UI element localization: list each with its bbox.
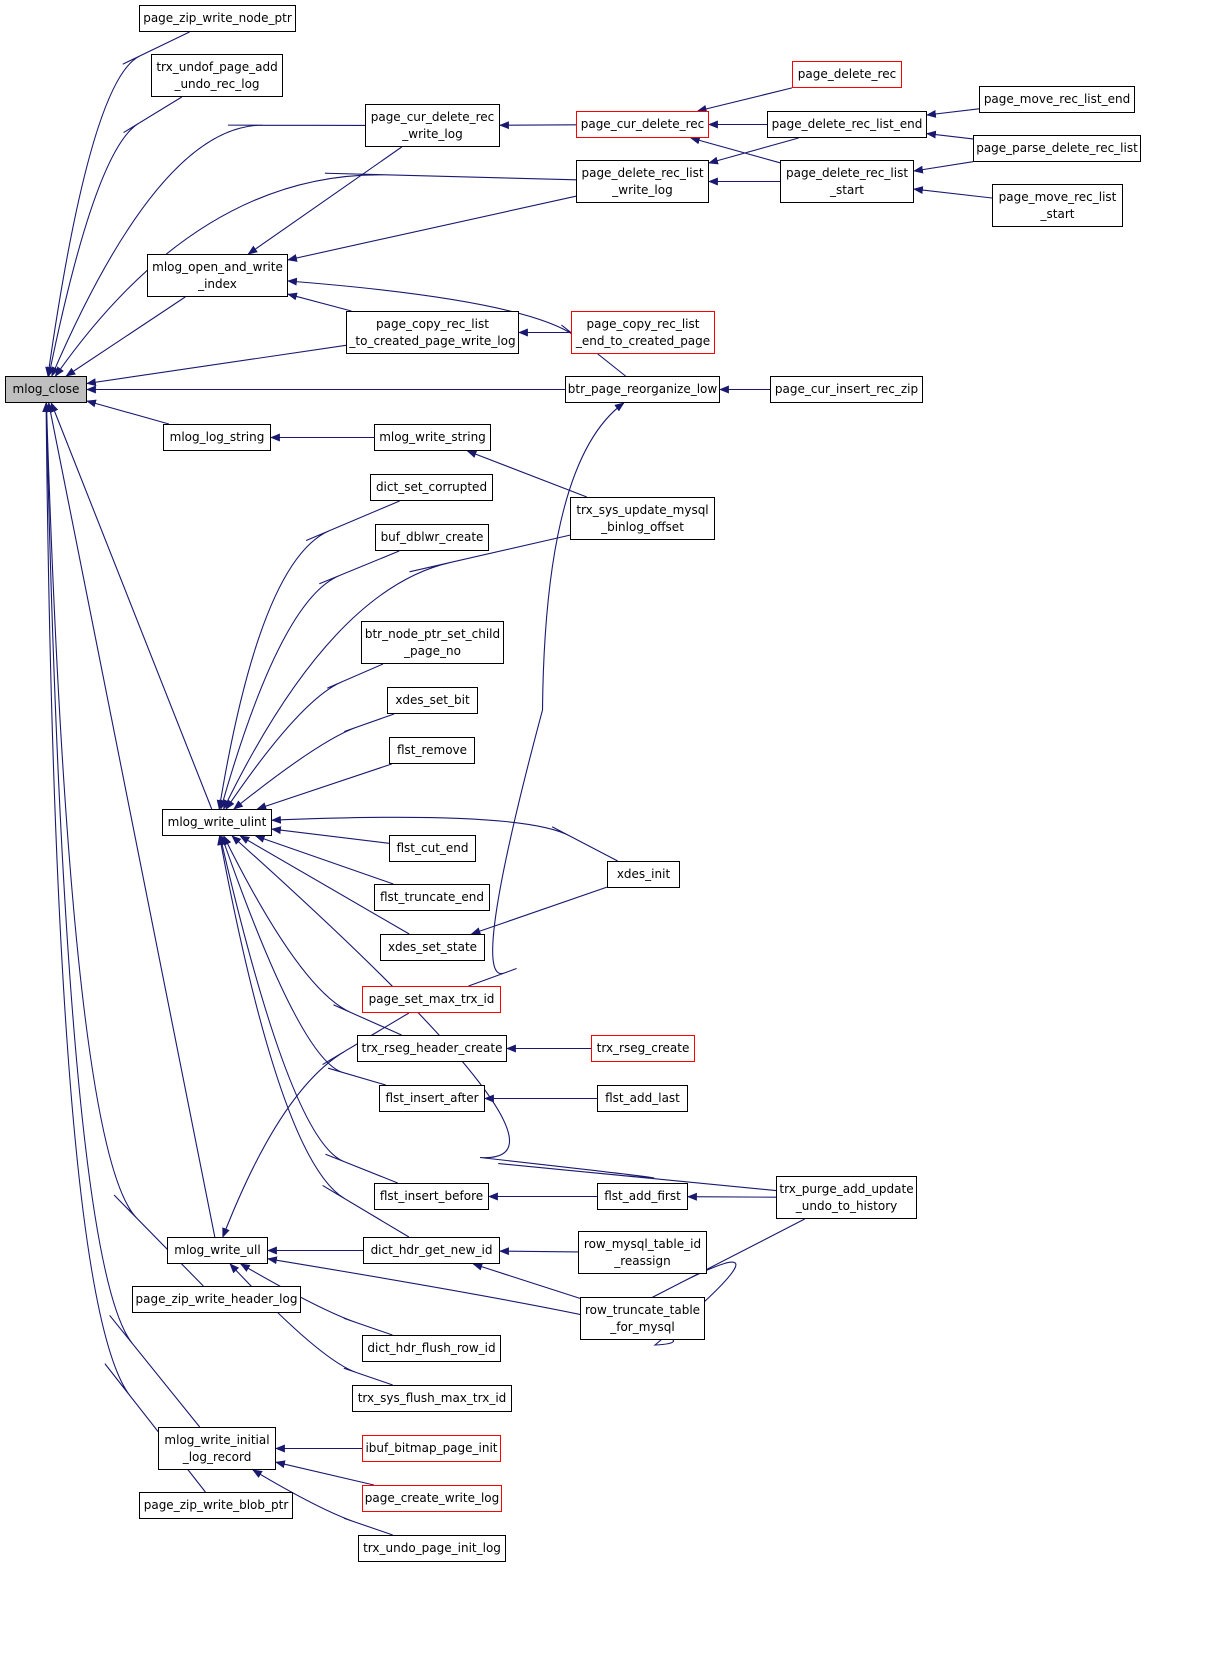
node-xdes-init[interactable]: xdes_init (607, 861, 680, 888)
node-page-delete-rec[interactable]: page_delete_rec (792, 61, 902, 88)
node-flst-add-first[interactable]: flst_add_first (597, 1183, 688, 1210)
edge-trx_purge_add_update_undo_to_history-to-flst_add_first (687, 1192, 777, 1201)
node-flst-add-last[interactable]: flst_add_last (597, 1085, 688, 1112)
edge-page_delete_rec_list_end-to-page_delete_rec_list_write_log (708, 137, 799, 165)
edge-dict_set_corrupted-to-mlog_write_ulint (216, 500, 400, 810)
node-page-delete-rec-list-end[interactable]: page_delete_rec_list_end (767, 111, 927, 138)
edge-page_delete_rec_list_start-to-page_cur_delete_rec (689, 136, 781, 164)
edge-xdes_set_bit-to-mlog_write_ulint (233, 713, 395, 810)
node-trx-undof-page-add-undo-rec-log[interactable]: trx_undof_page_add _undo_rec_log (151, 54, 283, 97)
node-page-delete-rec-list-write-log[interactable]: page_delete_rec_list _write_log (576, 160, 709, 203)
edge-xdes_init-to-mlog_write_ulint (271, 815, 618, 862)
node-trx-rseg-header-create[interactable]: trx_rseg_header_create (357, 1035, 507, 1062)
node-flst-insert-after[interactable]: flst_insert_after (379, 1085, 485, 1112)
node-trx-sys-update-mysql-binlog-offset[interactable]: trx_sys_update_mysql _binlog_offset (570, 497, 715, 540)
node-mlog-open-and-write-index[interactable]: mlog_open_and_write _index (147, 254, 288, 297)
edge-dict_hdr_get_new_id-to-mlog_write_ulint (217, 835, 410, 1238)
node-xdes-set-bit[interactable]: xdes_set_bit (387, 687, 478, 714)
node-page-copy-rec-list-to-created-page-write-log[interactable]: page_copy_rec_list _to_created_page_writ… (346, 311, 519, 354)
node-page-move-rec-list-start[interactable]: page_move_rec_list _start (992, 184, 1123, 227)
edge-trx_rseg_header_create-to-mlog_write_ulint (223, 835, 402, 1036)
edge-flst_remove-to-mlog_write_ulint (256, 763, 392, 810)
node-page-set-max-trx-id[interactable]: page_set_max_trx_id (362, 986, 501, 1013)
edge-page_parse_delete_rec_list-to-page_delete_rec_list_start (913, 161, 974, 174)
edge-page_set_max_trx_id-to-btr_page_reorganize_low (468, 402, 625, 987)
node-page-zip-write-header-log[interactable]: page_zip_write_header_log (132, 1286, 301, 1313)
node-page-cur-insert-rec-zip[interactable]: page_cur_insert_rec_zip (770, 376, 923, 403)
edge-page_create_write_log-to-mlog_write_initial_log_record (275, 1460, 375, 1486)
node-mlog-write-initial-log-record[interactable]: mlog_write_initial _log_record (158, 1427, 276, 1470)
edge-btr_node_ptr_set_child_page_no-to-mlog_write_ulint (225, 663, 384, 810)
edge-trx_sys_update_mysql_binlog_offset-to-mlog_write_string (466, 450, 587, 498)
node-flst-cut-end[interactable]: flst_cut_end (389, 835, 476, 862)
edge-page_copy_rec_list_to_created_page_write_log-to-mlog_close (86, 344, 347, 387)
edge-buf_dblwr_create-to-mlog_write_ulint (219, 550, 400, 810)
node-page-delete-rec-list-start[interactable]: page_delete_rec_list _start (780, 160, 914, 203)
edge-page_delete_rec-to-page_cur_delete_rec (696, 87, 793, 113)
node-mlog-write-string[interactable]: mlog_write_string (374, 424, 491, 451)
edge-page_move_rec_list_start-to-page_delete_rec_list_start (913, 186, 993, 199)
edge-page_cur_delete_rec_write_log-to-mlog_close (51, 124, 366, 377)
node-ibuf-bitmap-page-init[interactable]: ibuf_bitmap_page_init (362, 1435, 501, 1462)
node-row-truncate-table-for-mysql[interactable]: row_truncate_table _for_mysql (580, 1297, 705, 1340)
edge-flst_cut_end-to-mlog_write_ulint (271, 826, 390, 844)
node-trx-undo-page-init-log[interactable]: trx_undo_page_init_log (358, 1535, 506, 1562)
edge-xdes_init-to-xdes_set_state (470, 886, 608, 935)
edge-page_parse_delete_rec_list-to-page_delete_rec_list_end (926, 130, 974, 140)
edge-flst_insert_before-to-mlog_write_ulint (218, 835, 398, 1184)
node-mlog-close[interactable]: mlog_close (5, 376, 87, 403)
node-page-parse-delete-rec-list[interactable]: page_parse_delete_rec_list (973, 135, 1141, 162)
edge-page_delete_rec_list_write_log-to-mlog_open_and_write_index (287, 195, 577, 262)
node-buf-dblwr-create[interactable]: buf_dblwr_create (375, 524, 489, 551)
edge-page_move_rec_list_end-to-page_delete_rec_list_end (926, 108, 980, 118)
node-mlog-write-ull[interactable]: mlog_write_ull (167, 1237, 268, 1264)
edge-trx_sys_update_mysql_binlog_offset-to-mlog_write_ulint (223, 534, 571, 810)
node-flst-insert-before[interactable]: flst_insert_before (374, 1183, 489, 1210)
edge-mlog_write_initial_log_record-to-mlog_close (42, 402, 201, 1428)
node-page-create-write-log[interactable]: page_create_write_log (362, 1485, 502, 1512)
node-trx-sys-flush-max-trx-id[interactable]: trx_sys_flush_max_trx_id (352, 1385, 512, 1412)
edge-page_zip_write_node_ptr-to-mlog_close (45, 31, 190, 377)
node-dict-hdr-flush-row-id[interactable]: dict_hdr_flush_row_id (362, 1335, 501, 1362)
edge-mlog_open_and_write_index-to-mlog_close (65, 296, 186, 377)
node-mlog-log-string[interactable]: mlog_log_string (163, 424, 271, 451)
edge-mlog_write_ull-to-mlog_close (46, 402, 216, 1238)
node-xdes-set-state[interactable]: xdes_set_state (380, 934, 485, 961)
node-page-move-rec-list-end[interactable]: page_move_rec_list_end (979, 86, 1135, 113)
node-btr-page-reorganize-low[interactable]: btr_page_reorganize_low (565, 376, 720, 403)
edge-page_zip_write_header_log-to-mlog_close (42, 402, 204, 1287)
node-mlog-write-ulint[interactable]: mlog_write_ulint (162, 809, 272, 836)
edge-page_cur_delete_rec_write_log-to-mlog_open_and_write_index (247, 146, 403, 255)
edge-page_zip_write_blob_ptr-to-mlog_close (42, 402, 206, 1493)
edge-row_mysql_table_id_reassign-to-dict_hdr_get_new_id (499, 1247, 579, 1256)
node-trx-rseg-create[interactable]: trx_rseg_create (591, 1035, 695, 1062)
node-page-zip-write-node-ptr[interactable]: page_zip_write_node_ptr (139, 5, 296, 32)
node-flst-remove[interactable]: flst_remove (389, 737, 475, 764)
edge-trx_purge_add_update_undo_to_history-to-mlog_write_ulint (231, 835, 777, 1192)
edge-flst_truncate_end-to-mlog_write_ulint (254, 835, 394, 885)
edge-row_truncate_table_for_mysql-to-dict_hdr_get_new_id (472, 1262, 581, 1299)
node-btr-node-ptr-set-child-page-no[interactable]: btr_node_ptr_set_child _page_no (361, 621, 504, 664)
edge-flst_insert_after-to-mlog_write_ulint (220, 835, 386, 1086)
edge-page_set_max_trx_id-to-mlog_write_ull (222, 1012, 410, 1238)
node-page-copy-rec-list-end-to-created-page[interactable]: page_copy_rec_list _end_to_created_page (571, 311, 715, 354)
node-flst-truncate-end[interactable]: flst_truncate_end (374, 884, 490, 911)
node-row-mysql-table-id-reassign[interactable]: row_mysql_table_id _reassign (578, 1231, 707, 1274)
edge-trx_undo_page_init_log-to-mlog_write_initial_log_record (252, 1469, 393, 1536)
node-page-zip-write-blob-ptr[interactable]: page_zip_write_blob_ptr (139, 1492, 293, 1519)
edge-trx_undof_page_add_undo_rec_log-to-mlog_close (46, 96, 183, 377)
edge-trx_purge_add_update_undo_to_history-to-mlog_write_ull (267, 1218, 805, 1346)
edge-mlog_log_string-to-mlog_close (86, 399, 170, 425)
edge-page_copy_rec_list_to_created_page_write_log-to-mlog_open_and_write_index (287, 292, 352, 312)
node-page-cur-delete-rec-write-log[interactable]: page_cur_delete_rec _write_log (365, 104, 500, 147)
node-dict-hdr-get-new-id[interactable]: dict_hdr_get_new_id (363, 1237, 500, 1264)
edge-xdes_set_state-to-mlog_write_ulint (239, 835, 410, 935)
node-page-cur-delete-rec[interactable]: page_cur_delete_rec (576, 111, 709, 138)
edge-mlog_write_ulint-to-mlog_close (50, 402, 213, 810)
edge-trx_sys_flush_max_trx_id-to-mlog_write_ull (229, 1263, 393, 1386)
node-dict-set-corrupted[interactable]: dict_set_corrupted (370, 474, 493, 501)
node-trx-purge-add-update-undo-to-history[interactable]: trx_purge_add_update _undo_to_history (776, 1176, 917, 1219)
